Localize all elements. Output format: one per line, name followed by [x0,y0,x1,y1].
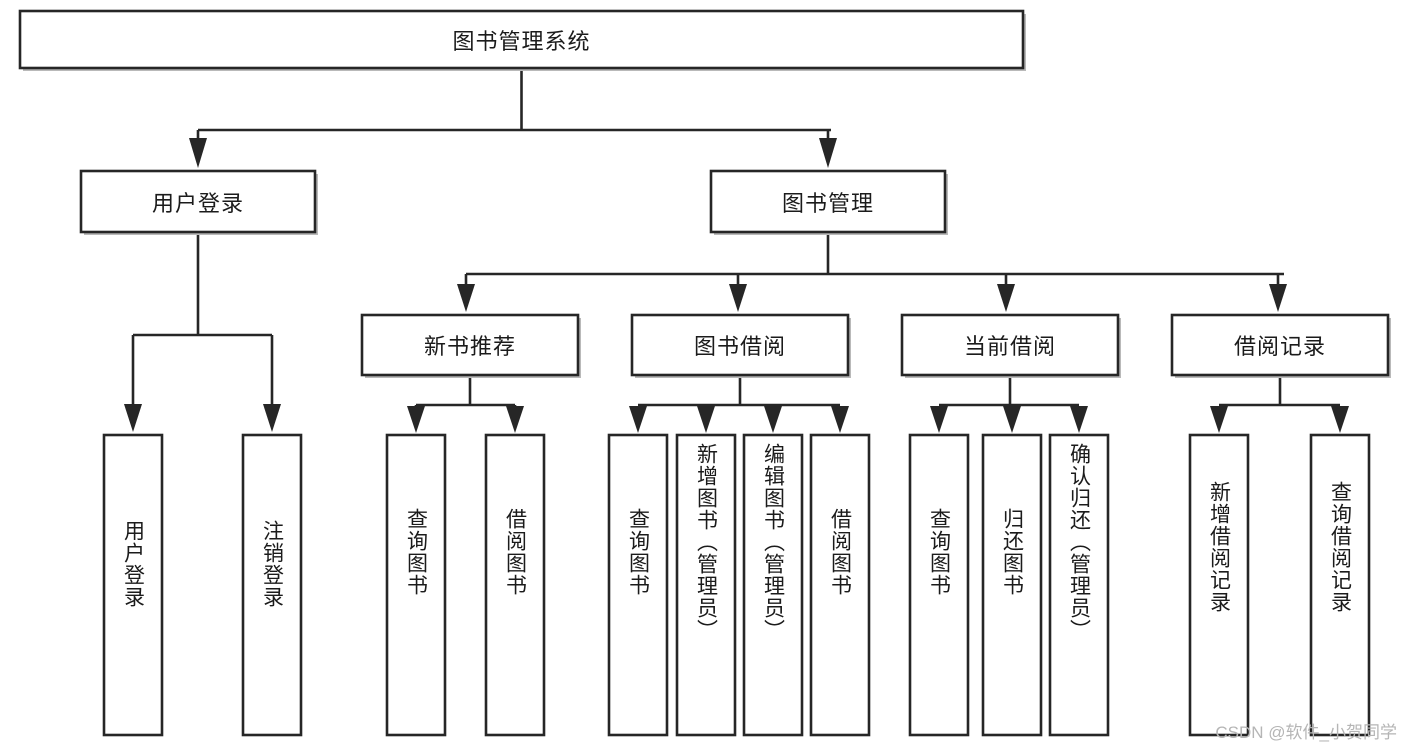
arrow-to-leaf-user-login [124,404,142,432]
node-borrow-records[interactable] [1170,313,1390,377]
arrow-to-leaf-query-book-3 [930,406,948,433]
node-new-book-recommend[interactable] [360,313,580,377]
node-leaf-query-borrow-record[interactable] [1309,433,1371,737]
arrow-to-book-borrow [729,284,747,312]
node-leaf-query-book-2[interactable] [607,433,669,737]
arrow-to-leaf-confirm-return-admin [1070,406,1088,433]
node-leaf-borrow-book-2[interactable] [809,433,871,737]
node-root[interactable] [18,9,1025,70]
node-leaf-query-book-1[interactable] [385,433,447,737]
arrow-to-leaf-logout [263,404,281,432]
node-leaf-add-book-admin[interactable] [675,433,737,737]
node-leaf-confirm-return-admin[interactable] [1048,433,1110,737]
node-leaf-return-book[interactable] [981,433,1043,737]
arrow-to-current-borrow [997,284,1015,312]
node-leaf-logout[interactable] [241,433,303,737]
arrow-to-leaf-query-book-1 [407,406,425,433]
node-current-borrow[interactable] [900,313,1120,377]
arrow-to-user-login [189,138,207,168]
node-leaf-borrow-book-1[interactable] [484,433,546,737]
arrow-to-new-book-recommend [457,284,475,312]
arrow-to-leaf-borrow-book-1 [506,406,524,433]
node-leaf-query-book-3[interactable] [908,433,970,737]
arrow-to-borrow-records [1269,284,1287,312]
node-book-borrow[interactable] [630,313,850,377]
arrow-to-leaf-query-borrow-record [1331,406,1349,433]
node-book-management[interactable] [709,169,947,234]
arrow-to-leaf-return-book [1003,406,1021,433]
edges-layer [124,68,1349,433]
node-leaf-user-login[interactable] [102,433,164,737]
arrow-to-leaf-add-book-admin [697,406,715,433]
arrow-to-leaf-borrow-book-2 [831,406,849,433]
nodes-layer [18,9,1391,737]
node-user-login[interactable] [79,169,317,234]
arrow-to-book-management [819,138,837,168]
arrow-to-leaf-edit-book-admin [764,406,782,433]
arrow-to-leaf-query-book-2 [629,406,647,433]
arrow-to-leaf-add-borrow-record [1210,406,1228,433]
node-leaf-add-borrow-record[interactable] [1188,433,1250,737]
node-leaf-edit-book-admin[interactable] [742,433,804,737]
